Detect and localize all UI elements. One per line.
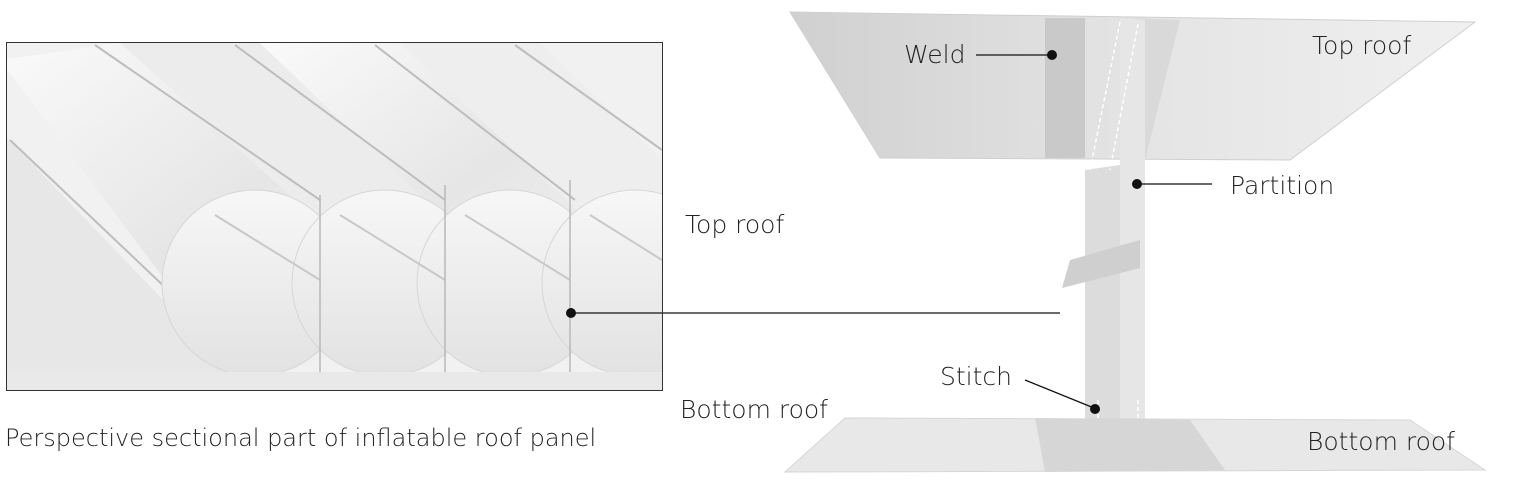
right-top-roof-label: Top roof [1312,33,1411,58]
left-bottom-roof-label: Bottom roof [680,397,828,422]
weld-label: Weld [904,42,965,67]
stitch-label: Stitch [940,364,1012,389]
panel-caption: Perspective sectional part of inflatable… [5,426,596,450]
right-bottom-roof-label: Bottom roof [1307,429,1455,454]
inflatable-panel-render [0,43,728,390]
partition-label: Partition [1230,173,1334,198]
left-top-roof-label: Top roof [685,212,784,237]
